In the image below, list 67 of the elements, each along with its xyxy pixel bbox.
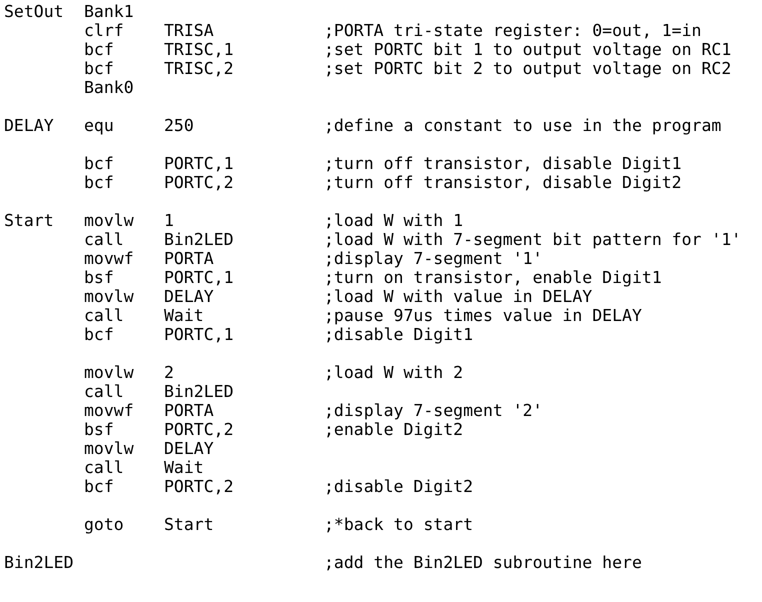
instruction: movlw [84, 211, 134, 230]
code-label: Bin2LED [4, 553, 74, 572]
code-comment: ;set PORTC bit 2 to output voltage on RC2 [324, 59, 732, 78]
instruction: clrf [84, 21, 124, 40]
code-comment: ;*back to start [324, 515, 474, 534]
code-comment: ;load W with 2 [324, 363, 464, 382]
instruction: Bank0 [84, 78, 134, 97]
instruction: Bank1 [84, 2, 134, 21]
operand: DELAY [164, 439, 214, 458]
operand: PORTA [164, 249, 214, 268]
instruction: movwf [84, 249, 134, 268]
code-comment: ;load W with 7-segment bit pattern for '1' [324, 230, 742, 249]
instruction: bcf [84, 477, 114, 496]
code-label: DELAY [4, 116, 54, 135]
code-comment: ;turn off transistor, disable Digit2 [324, 173, 682, 192]
instruction: bsf [84, 420, 114, 439]
code-label: SetOut [4, 2, 64, 21]
code-comment: ;add the Bin2LED subroutine here [324, 553, 642, 572]
code-comment: ;display 7-segment '2' [324, 401, 543, 420]
operand: Wait [164, 458, 204, 477]
instruction: movlw [84, 363, 134, 382]
code-comment: ;disable Digit2 [324, 477, 474, 496]
code-comment: ;pause 97us times value in DELAY [324, 306, 642, 325]
operand: PORTC,2 [164, 420, 234, 439]
instruction: call [84, 306, 124, 325]
instruction: movwf [84, 401, 134, 420]
code-comment: ;set PORTC bit 1 to output voltage on RC1 [324, 40, 732, 59]
operand: Bin2LED [164, 382, 234, 401]
operand: Bin2LED [164, 230, 234, 249]
instruction: call [84, 458, 124, 477]
operand: Start [164, 515, 214, 534]
instruction: goto [84, 515, 124, 534]
code-comment: ;display 7-segment '1' [324, 249, 543, 268]
code-comment: ;load W with value in DELAY [324, 287, 592, 306]
code-comment: ;PORTA tri-state register: 0=out, 1=in [324, 21, 702, 40]
operand: PORTC,2 [164, 173, 234, 192]
code-label: Start [4, 211, 54, 230]
operand: TRISA [164, 21, 214, 40]
instruction: bcf [84, 40, 114, 59]
instruction: bcf [84, 154, 114, 173]
instruction: call [84, 230, 124, 249]
operand: PORTC,1 [164, 268, 234, 287]
operand: TRISC,1 [164, 40, 234, 59]
operand: 1 [164, 211, 174, 230]
instruction: call [84, 382, 124, 401]
operand: PORTA [164, 401, 214, 420]
operand: 250 [164, 116, 194, 135]
code-comment: ;turn on transistor, enable Digit1 [324, 268, 662, 287]
operand: PORTC,2 [164, 477, 234, 496]
instruction: bcf [84, 173, 114, 192]
instruction: bcf [84, 59, 114, 78]
operand: TRISC,2 [164, 59, 234, 78]
instruction: movlw [84, 287, 134, 306]
code-comment: ;enable Digit2 [324, 420, 464, 439]
code-comment: ;define a constant to use in the program [324, 116, 722, 135]
instruction: movlw [84, 439, 134, 458]
code-comment: ;turn off transistor, disable Digit1 [324, 154, 682, 173]
operand: PORTC,1 [164, 325, 234, 344]
instruction: bsf [84, 268, 114, 287]
instruction: equ [84, 116, 114, 135]
instruction: bcf [84, 325, 114, 344]
code-comment: ;disable Digit1 [324, 325, 474, 344]
operand: 2 [164, 363, 174, 382]
code-comment: ;load W with 1 [324, 211, 464, 230]
operand: DELAY [164, 287, 214, 306]
operand: Wait [164, 306, 204, 325]
operand: PORTC,1 [164, 154, 234, 173]
